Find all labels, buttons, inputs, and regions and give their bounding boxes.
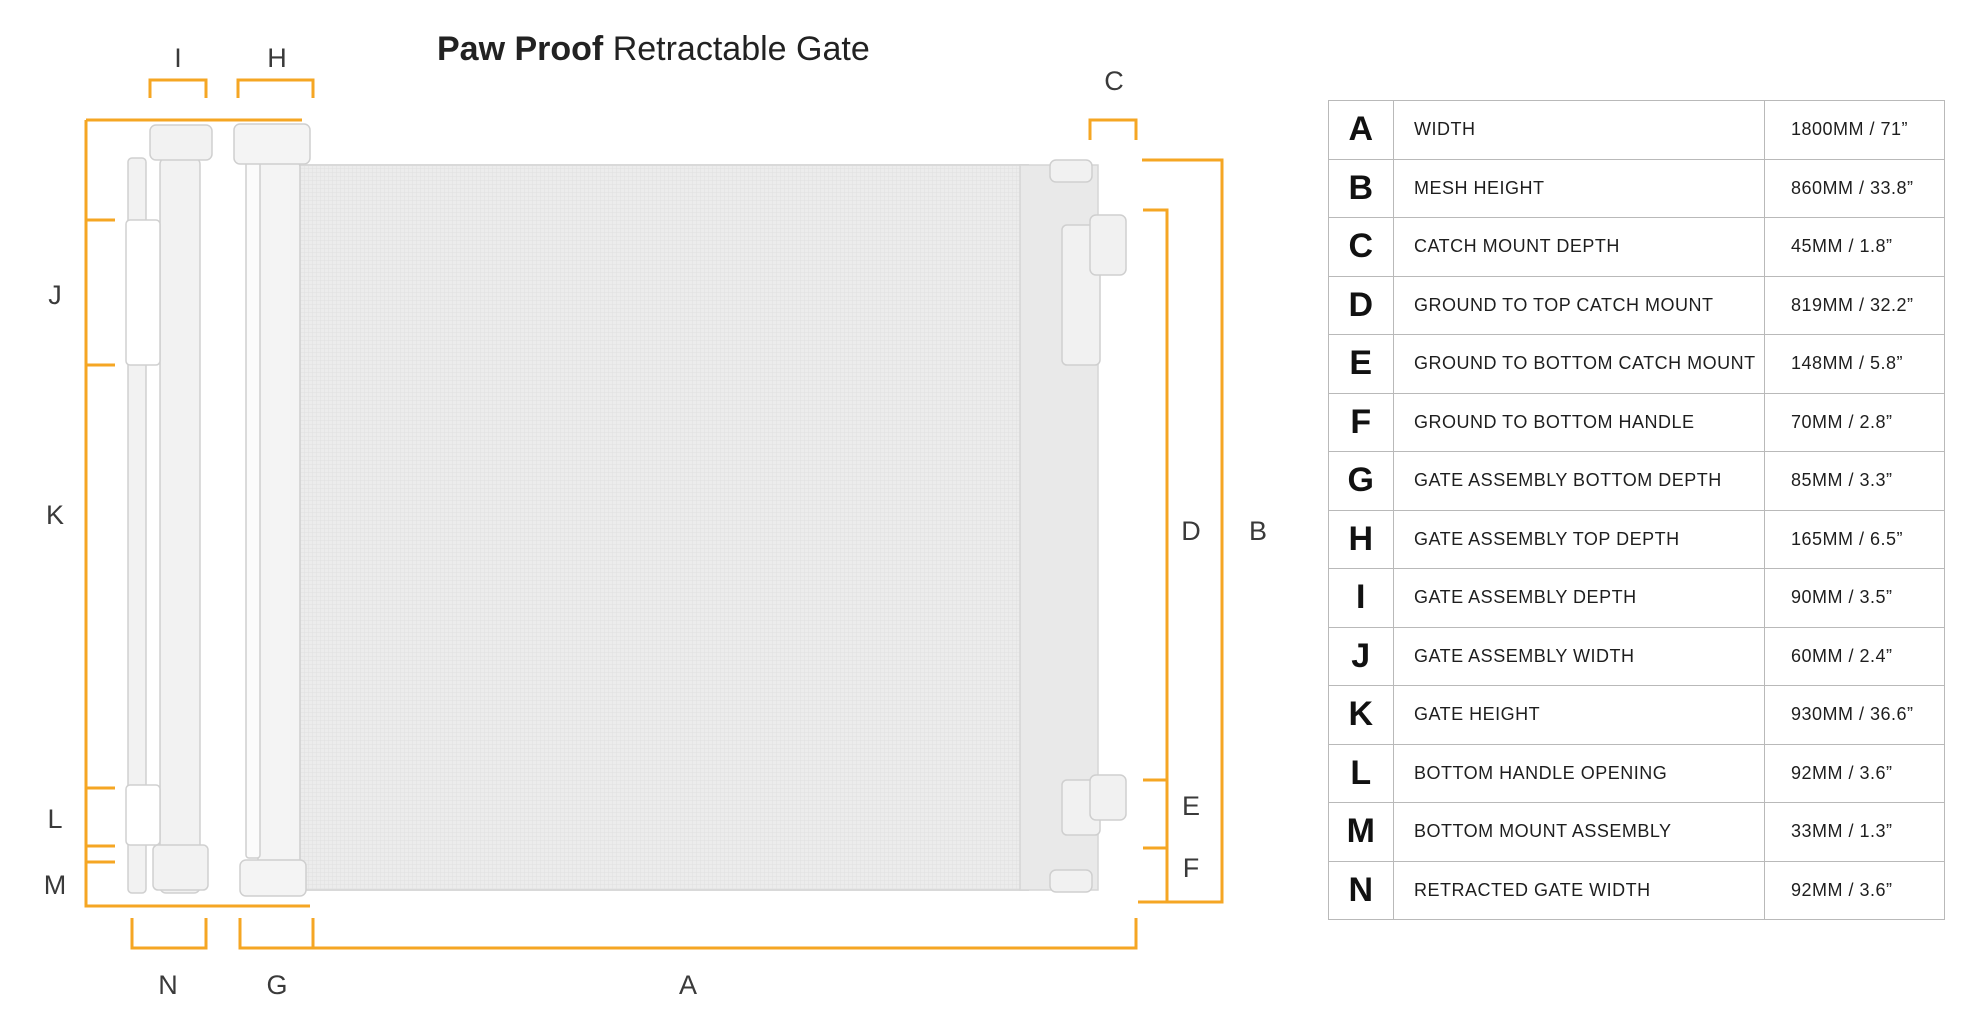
row-value: 90MM / 3.5” bbox=[1764, 568, 1945, 628]
row-value: 70MM / 2.8” bbox=[1764, 392, 1945, 452]
row-key: H bbox=[1328, 509, 1394, 569]
table-row: M BOTTOM MOUNT ASSEMBLY 33MM / 1.3” bbox=[1328, 802, 1945, 862]
label-I: I bbox=[174, 43, 182, 73]
row-description: BOTTOM MOUNT ASSEMBLY bbox=[1393, 802, 1765, 862]
row-value: 860MM / 33.8” bbox=[1764, 158, 1945, 218]
row-key: A bbox=[1328, 100, 1394, 160]
row-description: GROUND TO TOP CATCH MOUNT bbox=[1393, 275, 1765, 335]
dimension-lines bbox=[84, 78, 1224, 950]
row-key: D bbox=[1328, 275, 1394, 335]
table-row: K GATE HEIGHT 930MM / 36.6” bbox=[1328, 685, 1945, 745]
row-description: GROUND TO BOTTOM CATCH MOUNT bbox=[1393, 334, 1765, 394]
title-product: Retractable Gate bbox=[612, 30, 870, 68]
row-key: J bbox=[1328, 626, 1394, 686]
label-F: F bbox=[1182, 853, 1200, 883]
row-key: L bbox=[1328, 743, 1394, 803]
label-N: N bbox=[158, 970, 178, 1000]
table-row: C CATCH MOUNT DEPTH 45MM / 1.8” bbox=[1328, 217, 1945, 277]
row-key: E bbox=[1328, 334, 1394, 394]
row-description: MESH HEIGHT bbox=[1393, 158, 1765, 218]
row-description: GATE ASSEMBLY DEPTH bbox=[1393, 568, 1765, 628]
row-key: F bbox=[1328, 392, 1394, 452]
row-value: 92MM / 3.6” bbox=[1764, 743, 1945, 803]
table-row: L BOTTOM HANDLE OPENING 92MM / 3.6” bbox=[1328, 743, 1945, 803]
label-J: J bbox=[48, 280, 62, 310]
table-row: I GATE ASSEMBLY DEPTH 90MM / 3.5” bbox=[1328, 568, 1945, 628]
label-G: G bbox=[266, 970, 288, 1000]
row-value: 45MM / 1.8” bbox=[1764, 217, 1945, 277]
gate-cassette bbox=[233, 123, 311, 897]
table-row: J GATE ASSEMBLY WIDTH 60MM / 2.4” bbox=[1328, 626, 1945, 686]
row-description: GATE ASSEMBLY BOTTOM DEPTH bbox=[1393, 451, 1765, 511]
row-value: 60MM / 2.4” bbox=[1764, 626, 1945, 686]
row-description: GROUND TO BOTTOM HANDLE bbox=[1393, 392, 1765, 452]
row-description: WIDTH bbox=[1393, 100, 1765, 160]
table-row: N RETRACTED GATE WIDTH 92MM / 3.6” bbox=[1328, 860, 1945, 920]
label-M: M bbox=[43, 870, 67, 900]
row-value: 165MM / 6.5” bbox=[1764, 509, 1945, 569]
label-H: H bbox=[267, 43, 287, 73]
row-key: I bbox=[1328, 568, 1394, 628]
row-key: B bbox=[1328, 158, 1394, 218]
row-description: GATE HEIGHT bbox=[1393, 685, 1765, 745]
label-B: B bbox=[1248, 516, 1267, 546]
title-brand: Paw Proof bbox=[437, 30, 604, 68]
row-value: 1800MM / 71” bbox=[1764, 100, 1945, 160]
gate-mesh bbox=[297, 164, 1029, 891]
row-value: 819MM / 32.2” bbox=[1764, 275, 1945, 335]
row-key: C bbox=[1328, 217, 1394, 277]
catch-mounts bbox=[1049, 159, 1127, 893]
table-row: F GROUND TO BOTTOM HANDLE 70MM / 2.8” bbox=[1328, 392, 1945, 452]
table-row: D GROUND TO TOP CATCH MOUNT 819MM / 32.2… bbox=[1328, 275, 1945, 335]
label-D: D bbox=[1181, 516, 1201, 546]
spec-table: A WIDTH 1800MM / 71” B MESH HEIGHT 860MM… bbox=[1328, 100, 1945, 920]
row-description: BOTTOM HANDLE OPENING bbox=[1393, 743, 1765, 803]
page-title: Paw Proof Retractable Gate bbox=[437, 30, 937, 69]
row-key: M bbox=[1328, 802, 1394, 862]
row-description: RETRACTED GATE WIDTH bbox=[1393, 860, 1765, 920]
table-row: H GATE ASSEMBLY TOP DEPTH 165MM / 6.5” bbox=[1328, 509, 1945, 569]
table-row: A WIDTH 1800MM / 71” bbox=[1328, 100, 1945, 160]
row-value: 148MM / 5.8” bbox=[1764, 334, 1945, 394]
label-E: E bbox=[1181, 791, 1200, 821]
row-description: GATE ASSEMBLY WIDTH bbox=[1393, 626, 1765, 686]
row-value: 85MM / 3.3” bbox=[1764, 451, 1945, 511]
label-K: K bbox=[45, 500, 64, 530]
row-description: GATE ASSEMBLY TOP DEPTH bbox=[1393, 509, 1765, 569]
row-description: CATCH MOUNT DEPTH bbox=[1393, 217, 1765, 277]
label-L: L bbox=[47, 804, 63, 834]
row-value: 33MM / 1.3” bbox=[1764, 802, 1945, 862]
label-A: A bbox=[678, 970, 697, 1000]
table-row: E GROUND TO BOTTOM CATCH MOUNT 148MM / 5… bbox=[1328, 334, 1945, 394]
gate-diagram bbox=[84, 78, 1224, 950]
label-C: C bbox=[1104, 66, 1124, 96]
table-row: B MESH HEIGHT 860MM / 33.8” bbox=[1328, 158, 1945, 218]
retracted-assembly bbox=[125, 124, 213, 894]
row-value: 92MM / 3.6” bbox=[1764, 860, 1945, 920]
row-value: 930MM / 36.6” bbox=[1764, 685, 1945, 745]
row-key: K bbox=[1328, 685, 1394, 745]
row-key: N bbox=[1328, 860, 1394, 920]
row-key: G bbox=[1328, 451, 1394, 511]
table-row: G GATE ASSEMBLY BOTTOM DEPTH 85MM / 3.3” bbox=[1328, 451, 1945, 511]
